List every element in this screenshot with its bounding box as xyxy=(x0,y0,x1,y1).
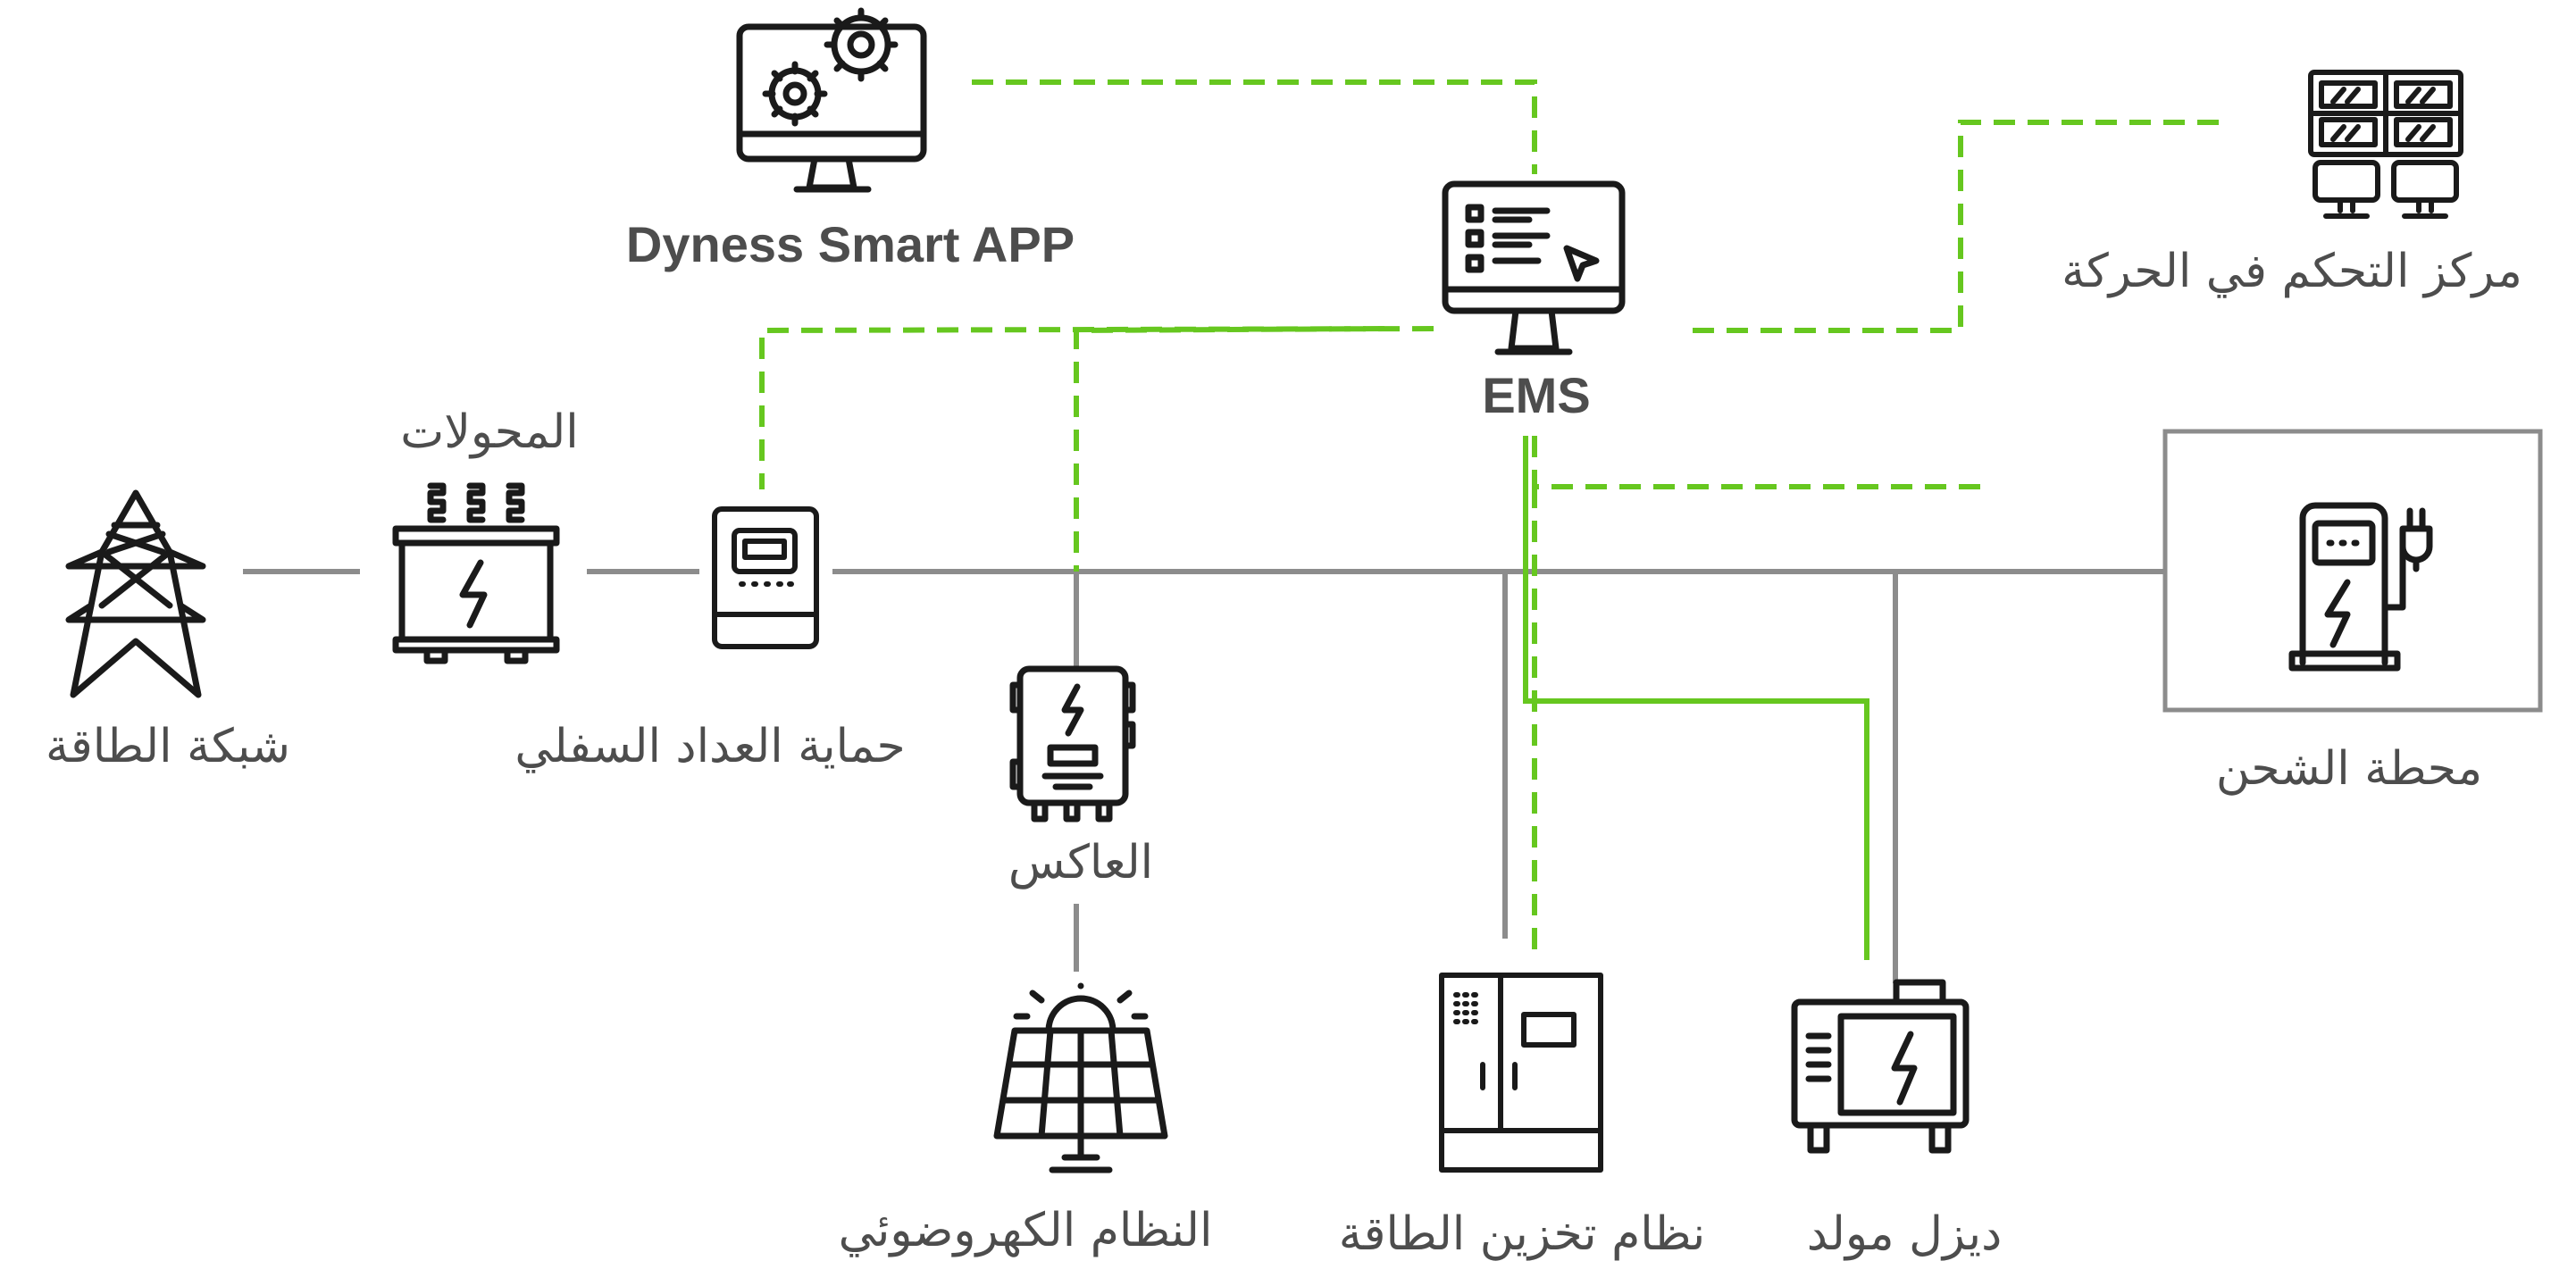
app-label: Dyness Smart APP xyxy=(625,216,1075,272)
transformer-icon xyxy=(391,480,561,668)
motion-control-label: مركز التحكم في الحركة xyxy=(2062,245,2522,298)
charging-label: محطة الشحن xyxy=(2215,742,2483,796)
generator-icon xyxy=(1791,979,1970,1158)
data-line-ems-inverter xyxy=(1074,326,1385,572)
storage-label: نظام تخزين الطاقة xyxy=(1338,1207,1706,1261)
diesel-label: ديزل مولد xyxy=(1806,1207,2003,1261)
data-line-ems-diesel xyxy=(1523,436,1869,960)
control-center-icon xyxy=(2306,68,2467,229)
ems-label: EMS xyxy=(1482,367,1591,423)
gear-monitor-icon xyxy=(734,0,931,201)
ems-monitor-icon xyxy=(1440,179,1627,366)
meter-icon xyxy=(711,505,820,655)
transformer-label: المحولات xyxy=(400,405,579,459)
grid-label: شبكة الطاقة xyxy=(46,720,290,773)
data-line-ems-motion xyxy=(1693,120,2229,333)
pv-label: النظام الكهروضوئي xyxy=(838,1204,1213,1257)
charging-station-icon xyxy=(2288,500,2440,676)
inverter-label: العاكس xyxy=(1008,836,1154,889)
charging-station-frame xyxy=(2162,429,2543,713)
data-line-app-ems xyxy=(972,79,1537,174)
data-line-ems-meter xyxy=(759,326,1434,489)
meter-label: حماية العداد السفلي xyxy=(514,720,906,773)
solar-panel-icon xyxy=(990,982,1172,1182)
storage-cabinet-icon xyxy=(1438,972,1604,1178)
data-line-ems-charging xyxy=(1532,436,1992,489)
inverter-icon xyxy=(1009,665,1143,829)
power-tower-icon xyxy=(64,489,207,704)
